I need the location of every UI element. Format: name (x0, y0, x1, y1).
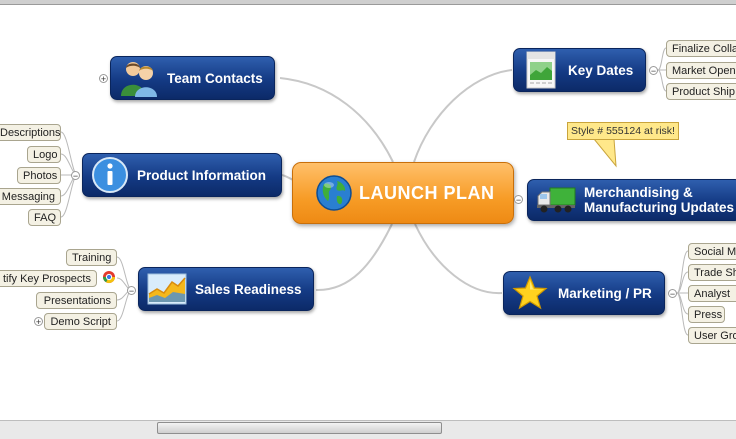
subtopic-demo-script[interactable]: Demo Script (44, 313, 117, 330)
window-top-border (0, 0, 736, 5)
subtopic-press[interactable]: Press (688, 306, 725, 323)
calendar-icon (526, 51, 556, 89)
subtopic-social-media[interactable]: Social M (688, 243, 736, 260)
central-topic-label: LAUNCH PLAN (359, 182, 495, 203)
subtopic-descriptions[interactable]: Descriptions (0, 124, 61, 141)
horizontal-scrollbar-thumb[interactable] (157, 422, 442, 434)
topic-label-line-2: Manufacturing Updates (584, 200, 735, 215)
subtopic-user-groups[interactable]: User Gro (688, 327, 736, 344)
callout-pointer (592, 138, 617, 168)
topic-label: Sales Readiness (195, 281, 302, 297)
central-topic-launch-plan[interactable]: LAUNCH PLAN (292, 162, 514, 224)
subtopic-product-ship[interactable]: Product Ship (666, 83, 736, 100)
topic-label: Merchandising & Manufacturing Updates (584, 185, 734, 215)
subtopic-market-open[interactable]: Market Open (666, 62, 736, 79)
star-icon (512, 275, 548, 311)
collapse-toggle[interactable]: − (71, 171, 80, 181)
subtopic-identify-key-prospects[interactable]: tify Key Prospects (0, 270, 97, 287)
globe-icon (315, 174, 353, 212)
people-icon (119, 59, 159, 97)
subtopic-trade-shows[interactable]: Trade Sh (688, 264, 736, 281)
subtopic-presentations[interactable]: Presentations (36, 292, 117, 309)
mind-map-canvas[interactable]: LAUNCH PLAN Team Contacts + Product Info… (0, 5, 736, 420)
topic-team-contacts[interactable]: Team Contacts (110, 56, 275, 100)
topic-label: Product Information (137, 167, 266, 183)
topic-label-line-1: Merchandising & (584, 185, 693, 200)
topic-label: Marketing / PR (558, 285, 652, 301)
expand-toggle[interactable]: + (34, 317, 43, 327)
truck-icon (536, 185, 576, 215)
topic-label: Team Contacts (167, 70, 263, 86)
subtopic-faq[interactable]: FAQ (28, 209, 61, 226)
collapse-toggle[interactable]: − (127, 286, 136, 296)
subtopic-messaging[interactable]: Messaging (0, 188, 61, 205)
subtopic-logo[interactable]: Logo (27, 146, 61, 163)
collapse-toggle[interactable]: − (668, 289, 677, 299)
topic-merchandising-manufacturing[interactable]: Merchandising & Manufacturing Updates (527, 179, 736, 221)
risk-callout[interactable]: Style # 555124 at risk! (567, 122, 679, 140)
collapse-toggle[interactable]: − (649, 66, 658, 76)
topic-label: Key Dates (568, 62, 634, 78)
topic-key-dates[interactable]: Key Dates (513, 48, 646, 92)
subtopic-training[interactable]: Training (66, 249, 117, 266)
topic-sales-readiness[interactable]: Sales Readiness (138, 267, 314, 311)
subtopic-analyst[interactable]: Analyst (688, 285, 736, 302)
info-icon (91, 156, 129, 194)
subtopic-finalize-collateral[interactable]: Finalize Colla (666, 40, 736, 57)
topic-product-information[interactable]: Product Information (82, 153, 282, 197)
chart-icon (147, 272, 187, 306)
browser-link-icon[interactable] (102, 270, 116, 289)
collapse-toggle[interactable]: − (514, 195, 523, 205)
expand-toggle[interactable]: + (99, 74, 108, 84)
topic-marketing-pr[interactable]: Marketing / PR (503, 271, 665, 315)
subtopic-photos[interactable]: Photos (17, 167, 61, 184)
